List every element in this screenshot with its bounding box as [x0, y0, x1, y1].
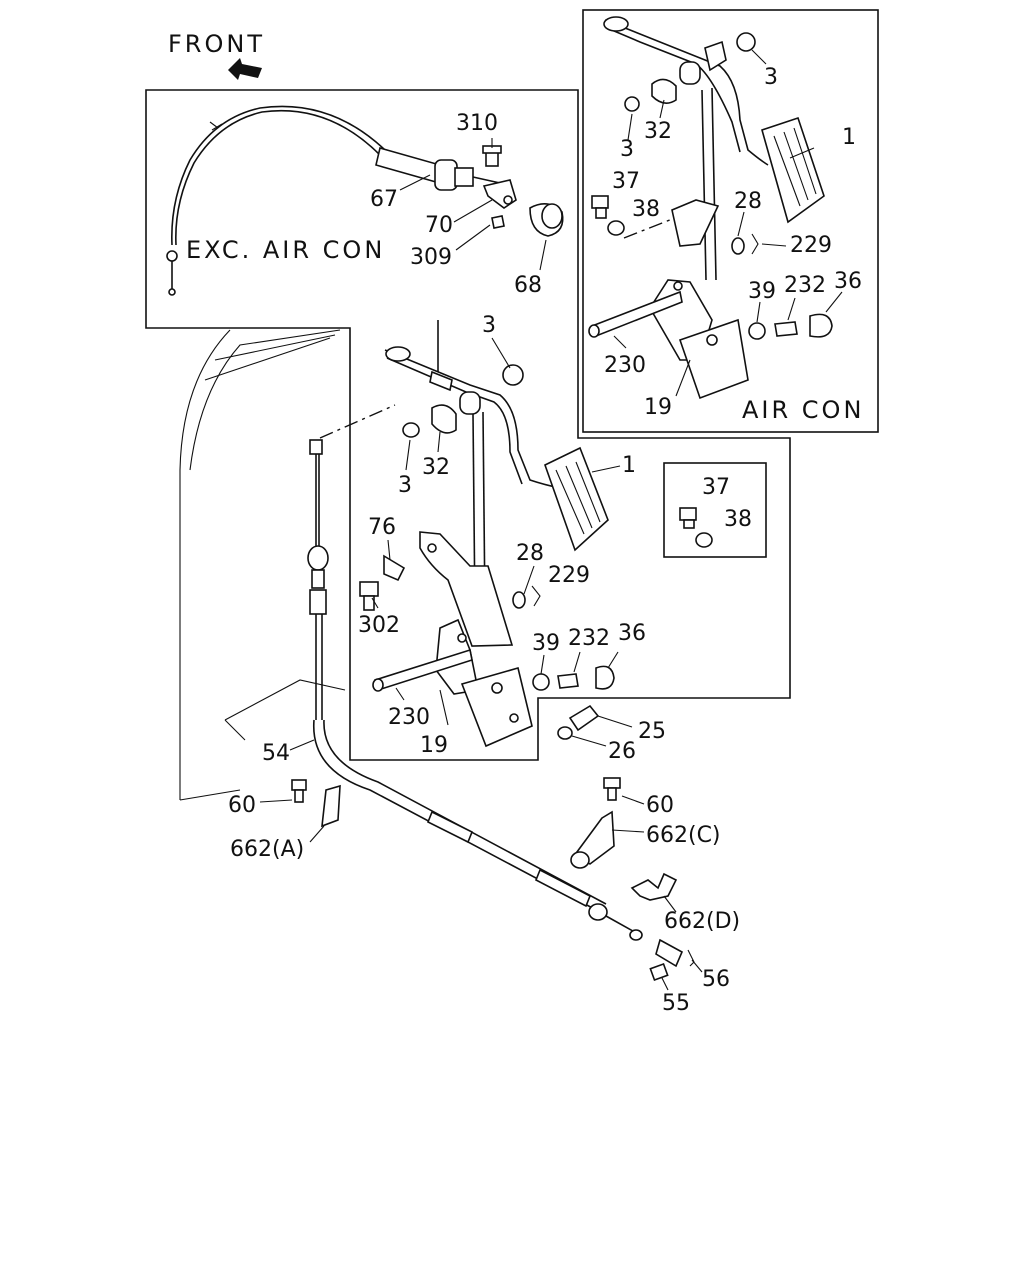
callout-56: 56	[702, 967, 730, 992]
ac-callout-232: 232	[784, 273, 826, 298]
bracket-assembly	[482, 145, 564, 237]
ac-callout-28: 28	[734, 189, 762, 214]
callout-54: 54	[262, 741, 290, 766]
callout-39: 39	[532, 631, 560, 656]
inset-bolt-box	[663, 462, 767, 558]
exc-air-con-frame	[145, 89, 791, 761]
lower-cable	[307, 404, 695, 982]
ac-callout-19: 19	[644, 395, 672, 420]
callout-labels: 310 67 70 309 68 3 32 3 1 76 302 28 229 …	[228, 65, 862, 1016]
callout-662a: 662(A)	[230, 837, 304, 862]
cab-panel	[179, 329, 346, 801]
callout-68: 68	[514, 273, 542, 298]
ac-callout-230: 230	[604, 353, 646, 378]
leader-lines	[259, 49, 843, 991]
inset-callout-38: 38	[724, 507, 752, 532]
callout-302: 302	[358, 613, 400, 638]
callout-232: 232	[568, 626, 610, 651]
clip-662a	[291, 779, 341, 828]
ac-callout-3-lower: 3	[620, 137, 634, 162]
exc-air-con-label: EXC. AIR CON	[186, 236, 385, 264]
callout-1: 1	[622, 453, 636, 478]
callout-25: 25	[638, 719, 666, 744]
callout-28: 28	[516, 541, 544, 566]
ac-callout-36: 36	[834, 269, 862, 294]
callout-76: 76	[368, 515, 396, 540]
front-label: FRONT	[168, 30, 265, 58]
air-con-pedal-assembly	[588, 16, 833, 400]
air-con-frame	[582, 9, 879, 433]
callout-3-lower: 3	[398, 473, 412, 498]
callout-229: 229	[548, 563, 590, 588]
callout-26: 26	[608, 739, 636, 764]
ac-callout-229: 229	[790, 233, 832, 258]
clip-662c-662d	[570, 777, 678, 901]
callout-19: 19	[420, 733, 448, 758]
ac-callout-1: 1	[842, 125, 856, 150]
ac-callout-3-upper: 3	[764, 65, 778, 90]
callout-36: 36	[618, 621, 646, 646]
callout-310: 310	[456, 111, 498, 136]
upper-cable	[166, 105, 501, 296]
air-con-label: AIR CON	[742, 396, 864, 424]
callout-55: 55	[662, 991, 690, 1016]
callout-60-right: 60	[646, 793, 674, 818]
inset-parts	[679, 507, 713, 548]
ac-callout-37: 37	[612, 169, 640, 194]
callout-70: 70	[425, 213, 453, 238]
callout-230: 230	[388, 705, 430, 730]
front-arrow-icon	[228, 58, 262, 80]
ac-callout-38: 38	[632, 197, 660, 222]
ac-callout-39: 39	[748, 279, 776, 304]
callout-60-left: 60	[228, 793, 256, 818]
callout-662c: 662(C)	[646, 823, 721, 848]
main-pedal-assembly	[359, 320, 615, 748]
inset-callout-37: 37	[702, 475, 730, 500]
callout-32: 32	[422, 455, 450, 480]
callout-662d: 662(D)	[664, 909, 740, 934]
callout-309: 309	[410, 245, 452, 270]
callout-3-upper: 3	[482, 313, 496, 338]
callout-67: 67	[370, 187, 398, 212]
ac-callout-32: 32	[644, 119, 672, 144]
